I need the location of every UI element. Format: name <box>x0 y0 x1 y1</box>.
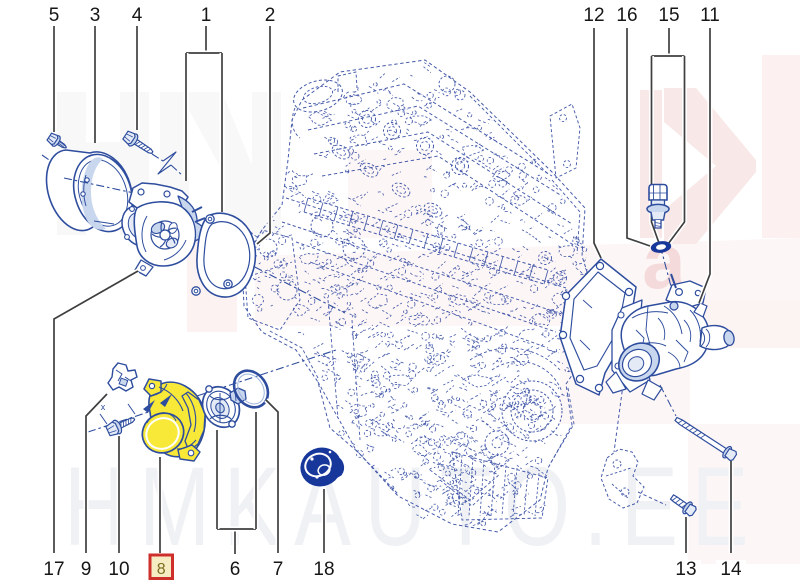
svg-text:HMKAUTO.EE: HMKAUTO.EE <box>64 445 762 570</box>
svg-text:8: 8 <box>157 561 166 578</box>
svg-text:16: 16 <box>616 5 637 26</box>
svg-text:2: 2 <box>265 5 276 26</box>
svg-text:3: 3 <box>90 5 101 26</box>
svg-text:5: 5 <box>49 5 60 26</box>
svg-text:6: 6 <box>230 559 241 580</box>
svg-text:18: 18 <box>313 559 334 580</box>
svg-text:11: 11 <box>700 5 720 26</box>
svg-text:10: 10 <box>108 559 129 580</box>
svg-text:4: 4 <box>132 5 143 26</box>
svg-text:17: 17 <box>43 559 64 580</box>
svg-text:12: 12 <box>583 5 604 26</box>
svg-text:x: x <box>101 402 106 412</box>
svg-text:1: 1 <box>201 5 212 26</box>
svg-text:7: 7 <box>273 559 284 580</box>
svg-text:14: 14 <box>720 559 742 580</box>
svg-text:13: 13 <box>675 559 696 580</box>
svg-text:9: 9 <box>81 559 92 580</box>
svg-text:15: 15 <box>658 5 679 26</box>
